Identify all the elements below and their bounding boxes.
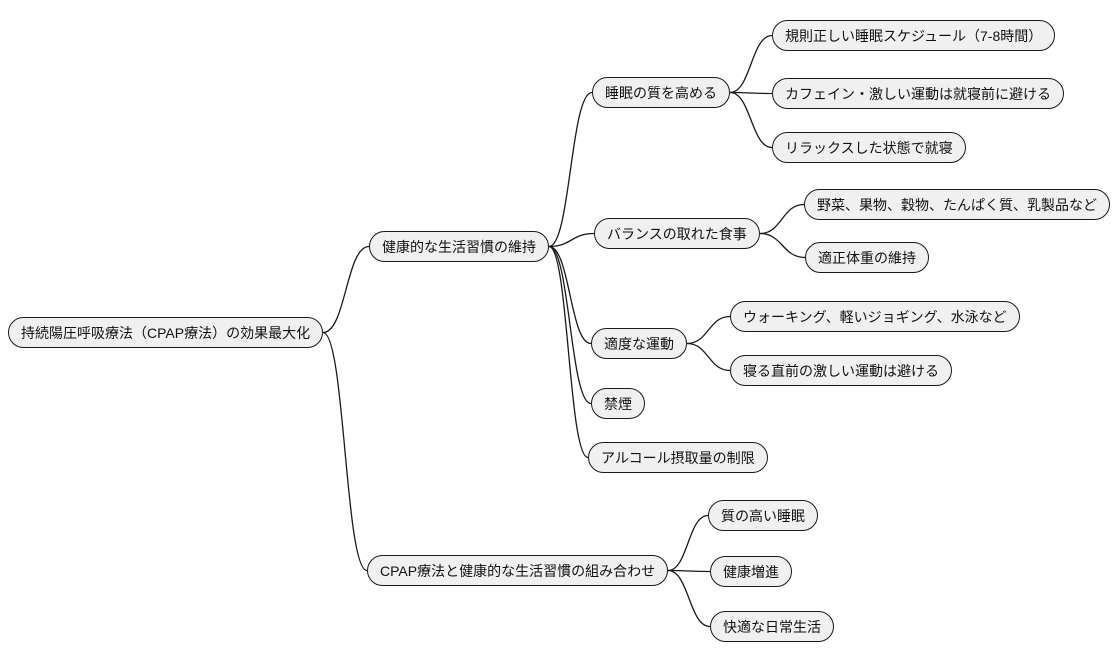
connector-root-n1 <box>322 245 370 334</box>
node-label: 寝る直前の激しい運動は避ける <box>743 362 939 379</box>
connector-n2-n2c <box>667 569 711 628</box>
connector-n2-n2a <box>667 514 709 572</box>
mindmap-node-n1a3[interactable]: リラックスした状態で就寝 <box>772 132 966 163</box>
node-label: 睡眠の質を高める <box>605 84 717 101</box>
connector-n1-n1c <box>548 245 592 345</box>
connector-n1-n1e <box>548 245 589 459</box>
node-label: 野菜、果物、穀物、たんぱく質、乳製品など <box>817 196 1097 213</box>
mindmap-node-n2[interactable]: CPAP療法と健康的な生活習慣の組み合わせ <box>367 555 669 586</box>
mindmap-node-n1a2[interactable]: カフェイン・激しい運動は就寝前に避ける <box>772 78 1064 109</box>
connector-root-n2 <box>322 331 368 572</box>
node-label: 健康増進 <box>723 563 779 580</box>
node-label: CPAP療法と健康的な生活習慣の組み合わせ <box>380 562 656 579</box>
node-label: 適正体重の維持 <box>818 249 916 266</box>
connector-n2-n2b <box>667 569 711 573</box>
node-label: 質の高い睡眠 <box>721 507 805 524</box>
node-label: カフェイン・激しい運動は就寝前に避ける <box>785 85 1051 102</box>
node-label: 健康的な生活習慣の維持 <box>382 238 536 255</box>
mindmap-node-root[interactable]: 持続陽圧呼吸療法（CPAP療法）の効果最大化 <box>8 317 324 348</box>
mindmap-node-n1c1[interactable]: ウォーキング、軽いジョギング、水泳など <box>730 301 1020 332</box>
node-label: 禁煙 <box>604 395 632 412</box>
mindmap-node-n2c[interactable]: 快適な日常生活 <box>710 611 834 642</box>
mindmap-node-n1b[interactable]: バランスの取れた食事 <box>594 218 760 249</box>
mindmap-node-n1a1[interactable]: 規則正しい睡眠スケジュール（7-8時間） <box>772 20 1056 51</box>
connector-n1-n1b <box>548 232 595 248</box>
mindmap-node-n2b[interactable]: 健康増進 <box>710 556 792 587</box>
node-label: リラックスした状態で就寝 <box>785 139 953 156</box>
mindmap-node-n1c2[interactable]: 寝る直前の激しい運動は避ける <box>730 355 952 386</box>
mindmap-node-n2a[interactable]: 質の高い睡眠 <box>708 500 818 531</box>
node-label: ウォーキング、軽いジョギング、水泳など <box>743 308 1007 325</box>
mindmap-node-n1e[interactable]: アルコール摂取量の制限 <box>588 442 768 473</box>
connector-n1c-n1c2 <box>686 342 731 372</box>
connector-n1c-n1c1 <box>686 315 731 345</box>
node-label: 規則正しい睡眠スケジュール（7-8時間） <box>785 27 1043 44</box>
node-label: 快適な日常生活 <box>723 618 821 635</box>
connector-n1b-n1b1 <box>759 203 805 235</box>
mindmap-node-n1b1[interactable]: 野菜、果物、穀物、たんぱく質、乳製品など <box>804 189 1110 220</box>
mindmap-node-n1b2[interactable]: 適正体重の維持 <box>805 242 929 273</box>
node-label: アルコール摂取量の制限 <box>601 449 755 466</box>
node-label: 適度な運動 <box>604 335 674 352</box>
connector-n1a-n1a3 <box>729 91 773 149</box>
connector-n1a-n1a1 <box>729 34 773 94</box>
mindmap-node-n1c[interactable]: 適度な運動 <box>591 328 687 359</box>
connector-n1-n1d <box>548 245 592 405</box>
mindmap-node-n1[interactable]: 健康的な生活習慣の維持 <box>369 231 549 262</box>
connector-n1-n1a <box>548 91 593 248</box>
mindmap-node-n1a[interactable]: 睡眠の質を高める <box>592 77 730 108</box>
mindmap-node-n1d[interactable]: 禁煙 <box>591 388 645 419</box>
node-label: バランスの取れた食事 <box>607 225 747 242</box>
node-label: 持続陽圧呼吸療法（CPAP療法）の効果最大化 <box>21 324 311 341</box>
connector-n1a-n1a2 <box>729 91 773 95</box>
connector-n1b-n1b2 <box>759 232 806 259</box>
